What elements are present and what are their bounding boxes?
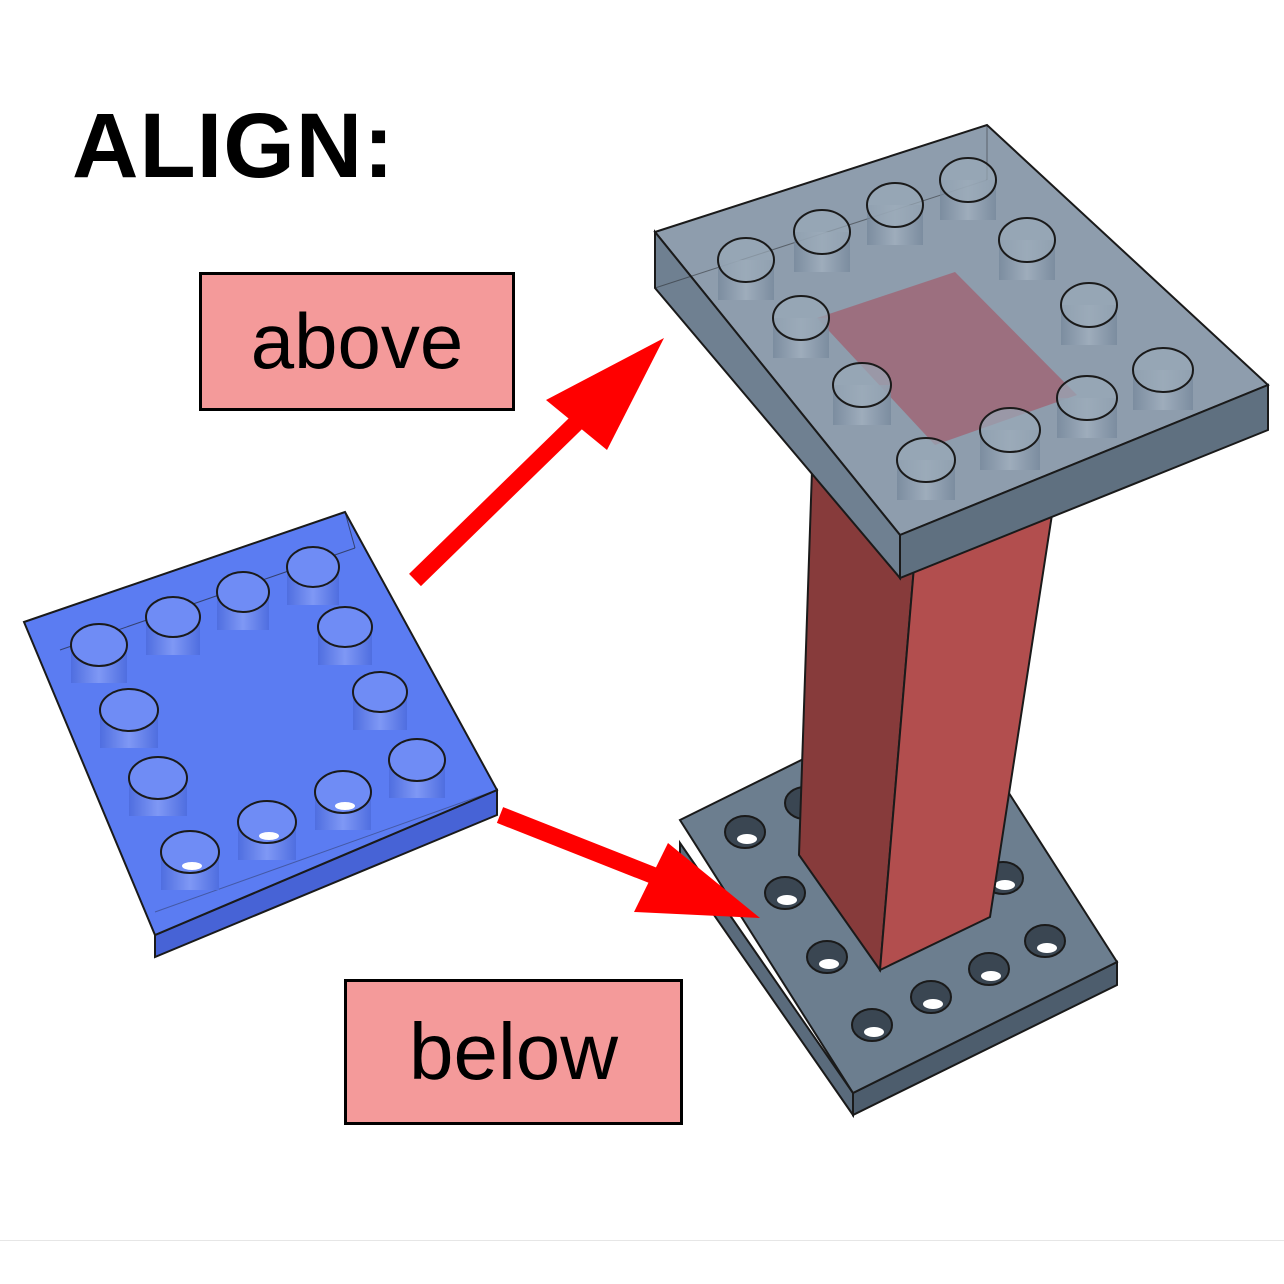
pin — [1056, 375, 1118, 421]
arrow-below — [496, 807, 760, 918]
pin — [70, 623, 128, 667]
arrow-above-head — [546, 338, 664, 450]
pin — [216, 571, 270, 613]
pin — [939, 157, 997, 203]
top-plate-pins — [717, 157, 1194, 500]
pin — [145, 596, 201, 638]
pin — [866, 182, 924, 228]
pin — [979, 407, 1041, 453]
arrow-below-head — [634, 843, 760, 918]
divider — [0, 1240, 1284, 1241]
top-plate-front — [899, 383, 1269, 580]
above-label-text: above — [250, 297, 464, 385]
pin — [896, 437, 956, 483]
above-label: above — [199, 272, 515, 411]
top-plate — [653, 123, 1270, 581]
moving-plate — [22, 510, 499, 959]
pin — [237, 800, 297, 844]
below-label-text: below — [408, 1007, 619, 1096]
pin — [99, 688, 159, 732]
pin — [314, 770, 372, 814]
pin — [1060, 282, 1118, 328]
pin — [160, 830, 220, 874]
pin — [128, 756, 188, 800]
arrow-above — [409, 338, 664, 587]
pin — [388, 738, 446, 782]
pin — [998, 217, 1056, 263]
pin — [286, 546, 340, 588]
moving-plate-top — [22, 510, 499, 937]
pin — [352, 671, 408, 713]
pin — [717, 237, 775, 283]
pin — [1132, 347, 1194, 393]
page-title: ALIGN: — [72, 95, 395, 197]
below-label: below — [344, 979, 683, 1125]
pillar — [797, 467, 1057, 973]
pin — [772, 295, 830, 341]
pin — [793, 209, 851, 255]
pillar-visible-through-plate — [817, 272, 1077, 445]
pin — [832, 362, 892, 408]
moving-plate-pins — [70, 546, 446, 890]
pin — [317, 606, 373, 648]
